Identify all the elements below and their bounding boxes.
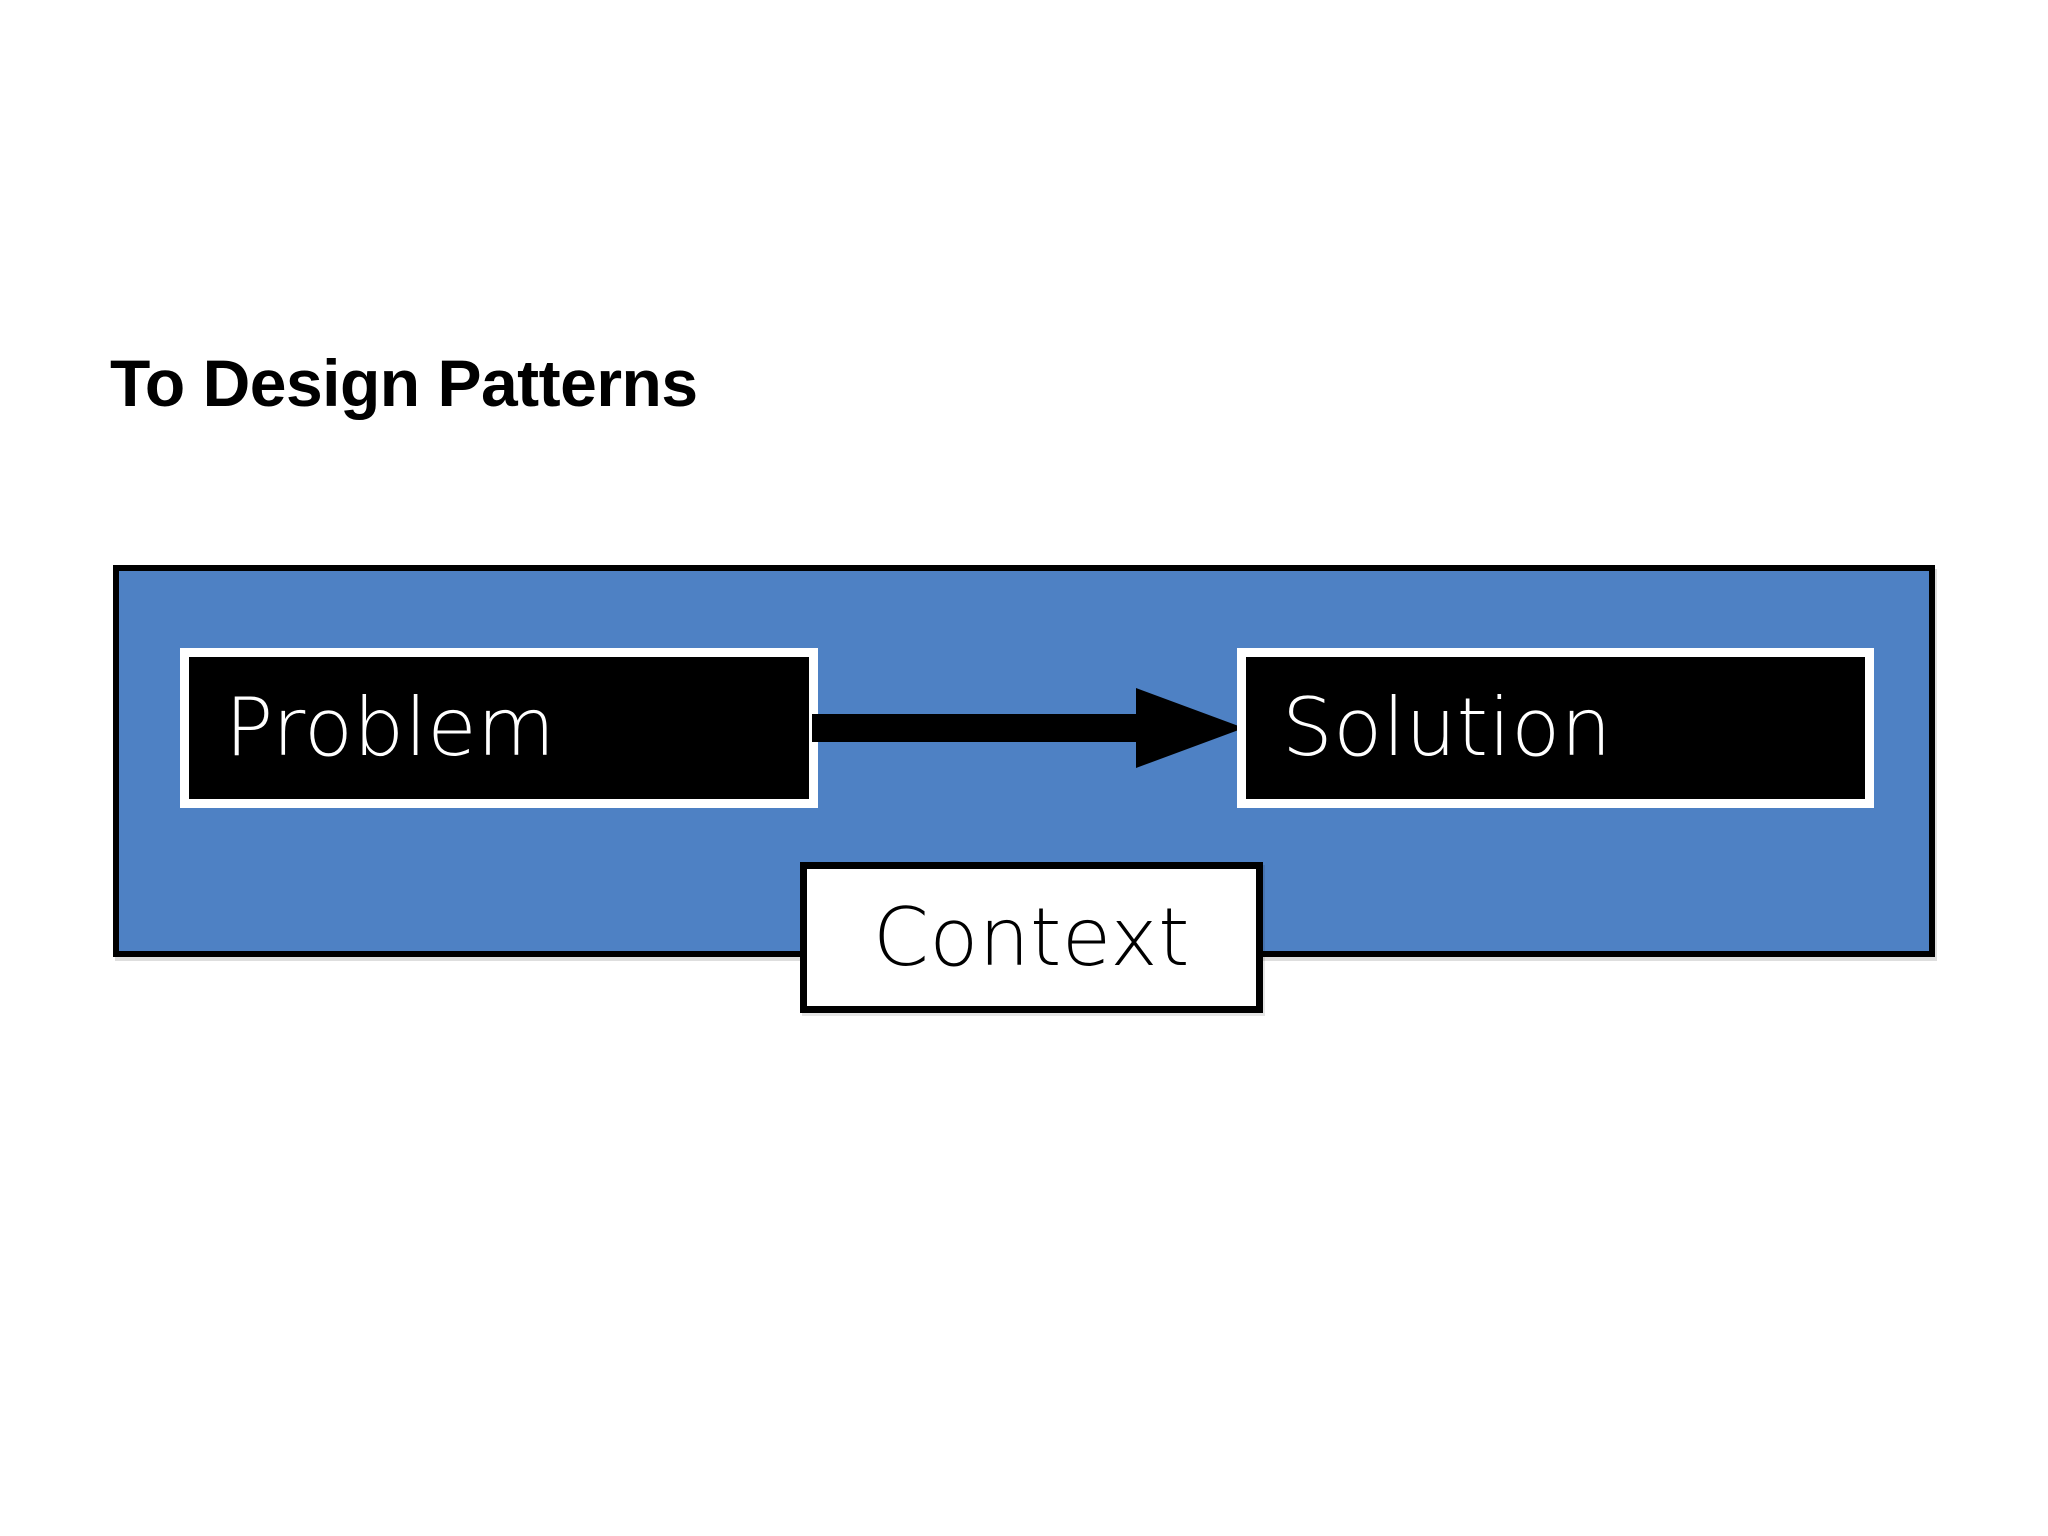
- context-node[interactable]: Context: [800, 862, 1263, 1013]
- solution-node-label: Solution: [1282, 681, 1612, 774]
- solution-node[interactable]: Solution: [1237, 648, 1874, 808]
- context-node-label: Context: [873, 890, 1190, 984]
- page-title: To Design Patterns: [110, 346, 698, 420]
- problem-node[interactable]: Problem: [180, 648, 818, 808]
- problem-node-label: Problem: [225, 681, 556, 774]
- problem-to-solution-arrow-icon: [812, 688, 1244, 768]
